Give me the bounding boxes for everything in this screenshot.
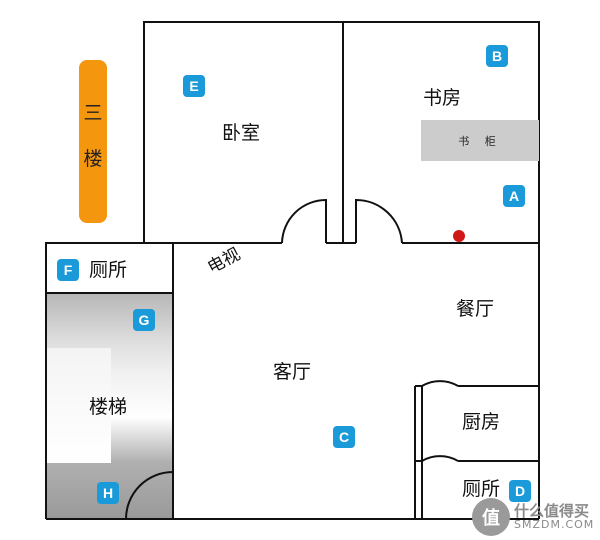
door-toilet-right xyxy=(421,455,459,497)
door-study xyxy=(355,198,403,244)
room-label-dining: 餐厅 xyxy=(456,298,495,320)
watermark-cn: 什么值得买 xyxy=(514,501,590,520)
watermark-logo: 值 xyxy=(472,498,510,536)
marker-g[interactable]: G xyxy=(133,309,155,331)
room-label-study: 书房 xyxy=(423,87,462,109)
room-label-stairs: 楼梯 xyxy=(89,396,128,418)
outlet-dot xyxy=(453,230,465,242)
study-walls xyxy=(343,21,540,243)
left-wing-walls xyxy=(45,242,173,519)
marker-f[interactable]: F xyxy=(57,259,79,281)
floor-tag-char: 三 xyxy=(83,102,103,124)
marker-e[interactable]: E xyxy=(183,75,205,97)
stairs-landing xyxy=(47,348,111,463)
room-label-kitchen: 厨房 xyxy=(462,411,501,433)
floor-tag-char: 楼 xyxy=(83,148,103,170)
door-kitchen xyxy=(421,380,459,422)
door-bedroom xyxy=(281,198,327,244)
marker-d[interactable]: D xyxy=(509,480,531,502)
watermark-en: SMZDM.COM xyxy=(514,518,595,532)
door-entrance xyxy=(125,470,174,520)
floor-tag: 三 楼 xyxy=(79,60,107,223)
watermark: 值 什么值得买 SMZDM.COM xyxy=(472,498,594,536)
bookcase: 书 柜 xyxy=(421,120,539,161)
marker-c[interactable]: C xyxy=(333,426,355,448)
marker-h[interactable]: H xyxy=(97,482,119,504)
room-label-toilet-right: 厕所 xyxy=(462,478,501,500)
watermark-text: 什么值得买 SMZDM.COM xyxy=(514,503,594,532)
bookcase-label: 书 柜 xyxy=(458,134,502,148)
marker-a[interactable]: A xyxy=(503,185,525,207)
room-label-toilet-left: 厕所 xyxy=(89,259,128,281)
room-label-living: 客厅 xyxy=(273,361,312,383)
marker-b[interactable]: B xyxy=(486,45,508,67)
room-label-bedroom: 卧室 xyxy=(222,122,261,144)
